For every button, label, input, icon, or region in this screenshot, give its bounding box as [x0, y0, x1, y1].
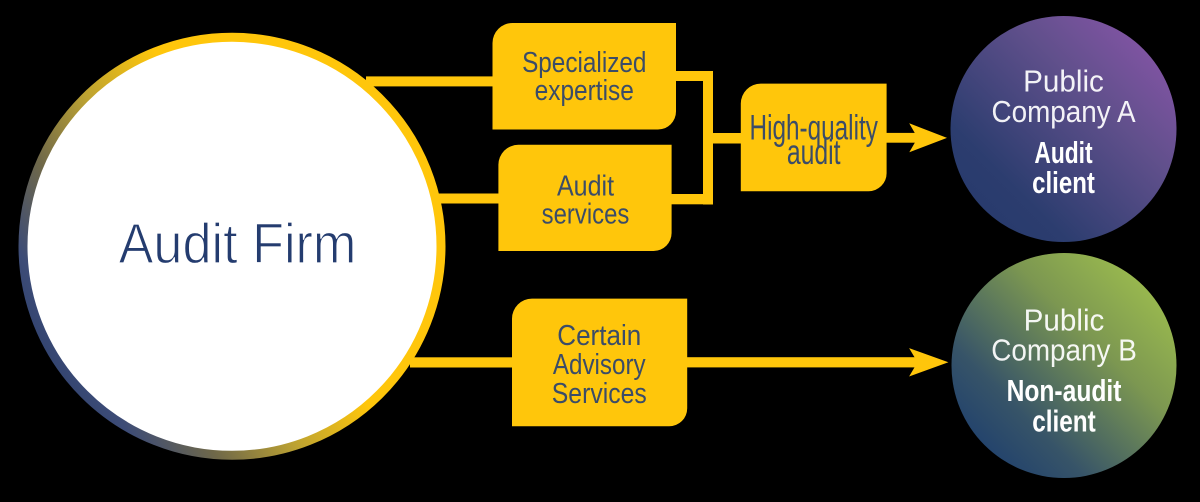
- svg-text:Audit Firm: Audit Firm: [119, 212, 357, 276]
- svg-text:Audit: Audit: [1034, 136, 1092, 170]
- svg-text:services: services: [542, 197, 630, 229]
- svg-text:expertise: expertise: [535, 74, 634, 106]
- svg-text:client: client: [1032, 165, 1095, 199]
- svg-text:Non-audit: Non-audit: [1007, 374, 1122, 408]
- svg-text:Advisory: Advisory: [553, 348, 647, 380]
- svg-text:Public: Public: [1023, 65, 1104, 98]
- svg-text:Company A: Company A: [991, 96, 1136, 129]
- svg-text:Specialized: Specialized: [522, 46, 646, 78]
- svg-text:Audit: Audit: [557, 170, 615, 202]
- svg-text:High-quality: High-quality: [750, 109, 879, 147]
- svg-text:Certain: Certain: [557, 319, 641, 351]
- svg-text:Company B: Company B: [991, 335, 1137, 368]
- svg-text:audit: audit: [787, 133, 841, 172]
- svg-text:client: client: [1032, 404, 1095, 438]
- svg-text:Public: Public: [1024, 304, 1105, 337]
- svg-text:Services: Services: [552, 377, 647, 409]
